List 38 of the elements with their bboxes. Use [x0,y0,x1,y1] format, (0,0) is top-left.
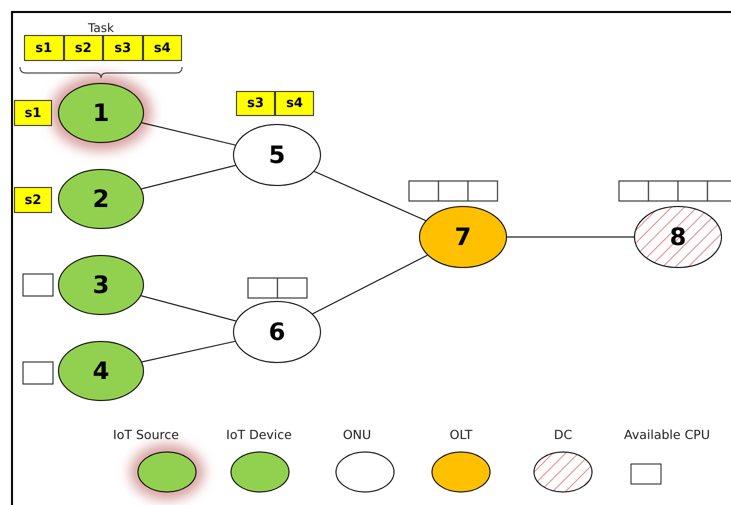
legend-label: DC [554,427,572,442]
node-number: 8 [668,225,688,249]
subtask-slot: s4 [275,91,314,116]
node-ellipse [419,206,507,268]
subtask-slot: s3 [236,91,275,116]
node-ellipse [233,124,321,186]
legend-label: IoT Source [113,427,179,442]
connector-line [506,236,634,238]
node-number: 5 [268,143,286,167]
legend-label: Available CPU [624,427,710,442]
node-ellipse [58,169,144,229]
subtask-slot: s4 [142,35,182,61]
node-number: 3 [92,273,110,297]
task-label: Task [88,21,114,35]
subtask-slot: s2 [14,187,52,213]
node-number: 7 [454,225,472,249]
connector-line [140,164,236,190]
connector-line [314,170,426,222]
connector-line [141,122,236,146]
node-ellipse [58,255,144,315]
subtask-slot: s2 [64,35,103,61]
node-number: 6 [268,320,286,344]
subtask-slot: s1 [24,35,64,61]
legend-label: OLT [450,427,472,442]
legend-label: IoT Device [226,427,292,442]
legend-label: ONU [342,427,372,442]
node-number: 4 [92,359,110,383]
subtask-slot: s3 [103,35,142,61]
node-ellipse [634,206,722,268]
node-ellipse [58,341,144,401]
connector-line [141,340,236,362]
node-ellipse [58,83,144,143]
connector-line [140,295,236,322]
node-ellipse [233,301,321,363]
node-number: 2 [92,187,110,211]
connector-line [312,254,428,314]
subtask-slot: s1 [14,100,52,126]
node-number: 1 [92,101,110,125]
